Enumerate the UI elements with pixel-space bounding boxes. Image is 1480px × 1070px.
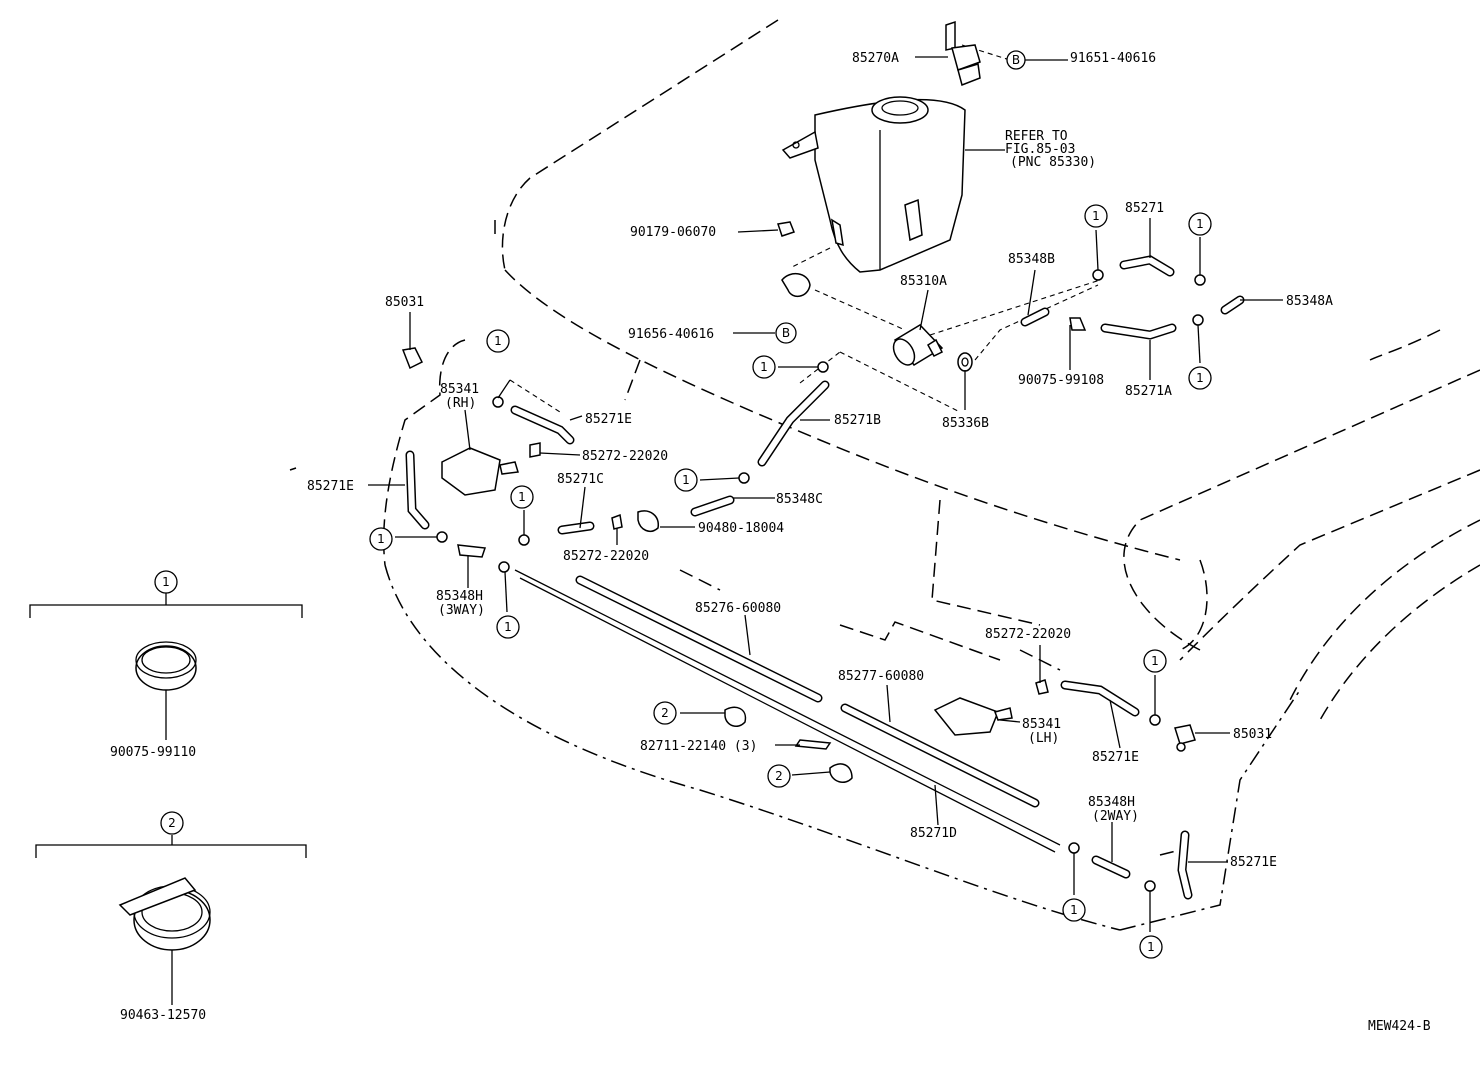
callout-1-i: 1 [496,615,520,639]
svg-text:1: 1 [760,360,768,374]
callout-2-b: 2 [767,764,791,788]
label-85271E-right: 85271E [1092,750,1139,765]
svg-text:1: 1 [1147,940,1155,954]
level-sensor-85270A [945,20,981,87]
callout-1-b: 1 [1188,212,1212,236]
svg-text:B: B [1012,53,1020,67]
label-85348H-3way-sub: (3WAY) [438,603,485,618]
label-90480-18004: 90480-18004 [698,521,784,536]
label-refer-line3: (PNC 85330) [1010,155,1096,170]
label-refer-line2: FIG.85-03 [1005,142,1075,157]
label-85031-top: 85031 [385,295,424,310]
label-85348H-2way-sub: (2WAY) [1092,809,1139,824]
svg-text:2: 2 [168,816,176,830]
hoses [405,255,1245,900]
label-85271E-left: 85271E [307,479,354,494]
callout-1-l: 1 [1139,935,1163,959]
label-82711-22140: 82711-22140 (3) [640,739,757,754]
label-85271B: 85271B [834,413,881,428]
label-85271D: 85271D [910,826,957,841]
label-85341-rh-sub: (RH) [445,396,476,411]
label-85272-22020-c: 85272-22020 [985,627,1071,642]
label-85271E-top: 85271E [585,412,632,427]
small-parts [401,269,1206,892]
leader-lines [368,56,1283,932]
callout-2-a: 2 [653,701,677,725]
callout-1-k: 1 [1062,898,1086,922]
svg-text:1: 1 [1151,654,1159,668]
svg-text:1: 1 [494,334,502,348]
label-91651-40616: 91651-40616 [1070,51,1156,66]
svg-text:2: 2 [775,769,783,783]
callout-1-legend: 1 [154,570,178,594]
grommet-85336B [957,352,973,372]
label-85348H-2way: 85348H [1088,795,1135,810]
label-85336B: 85336B [942,416,989,431]
pump-motor-85310A [892,324,944,366]
reservoir-tank [781,96,966,273]
diagram-code: MEW424-B [1368,1019,1431,1034]
svg-text:B: B [782,326,790,340]
svg-text:1: 1 [518,490,526,504]
callout-1-f: 1 [674,468,698,492]
label-85277-60080: 85277-60080 [838,669,924,684]
label-85271C: 85271C [557,472,604,487]
label-85031-right: 85031 [1233,727,1272,742]
label-85272-22020-a: 85272-22020 [582,449,668,464]
label-90075-99110: 90075-99110 [110,745,196,760]
nut-90179 [777,221,795,237]
label-85270A: 85270A [852,51,899,66]
label-85341-lh-sub: (LH) [1028,731,1059,746]
label-90075-99108: 90075-99108 [1018,373,1104,388]
clamp-91656 [781,273,811,297]
label-91656-40616: 91656-40616 [628,327,714,342]
label-85348C: 85348C [776,492,823,507]
long-tubes [514,569,1061,853]
part-labels: 85270A 91651-40616 REFER TO FIG.85-03 (P… [110,51,1431,1034]
label-85348A: 85348A [1286,294,1333,309]
callout-b-top: B [1006,50,1026,70]
callout-b-mid: B [775,322,797,344]
label-85272-22020-b: 85272-22020 [563,549,649,564]
label-85348H-3way: 85348H [436,589,483,604]
callout-1-e: 1 [752,355,776,379]
label-85348B: 85348B [1008,252,1055,267]
svg-text:1: 1 [162,575,170,589]
svg-text:1: 1 [1196,371,1204,385]
label-85271A: 85271A [1125,384,1172,399]
label-85341-lh: 85341 [1022,717,1061,732]
callout-2-legend: 2 [160,811,184,835]
label-85341-rh: 85341 [440,382,479,397]
callout-bubbles: B B 1 1 1 1 1 1 1 1 1 1 1 1 1 2 2 2 [154,50,1212,959]
callout-1-d: 1 [486,329,510,353]
label-90463-12570: 90463-12570 [120,1008,206,1023]
callout-1-j: 1 [1143,649,1167,673]
callout-1-c: 1 [1188,366,1212,390]
svg-text:1: 1 [682,473,690,487]
vehicle-outline [289,19,1480,931]
detail-clamp-1 [29,592,303,740]
svg-text:1: 1 [1092,209,1100,223]
svg-text:2: 2 [661,706,669,720]
svg-text:1: 1 [377,532,385,546]
label-85310A: 85310A [900,274,947,289]
detail-clamp-2 [35,835,307,1005]
svg-text:1: 1 [1070,903,1078,917]
label-refer-line1: REFER TO [1005,129,1068,144]
svg-text:1: 1 [504,620,512,634]
label-90179-06070: 90179-06070 [630,225,716,240]
svg-text:1: 1 [1196,217,1204,231]
label-85271: 85271 [1125,201,1164,216]
callout-1-a: 1 [1084,204,1108,228]
label-85271E-bottom: 85271E [1230,855,1277,870]
label-85276-60080: 85276-60080 [695,601,781,616]
callout-1-h: 1 [369,527,393,551]
callout-1-g: 1 [510,485,534,509]
